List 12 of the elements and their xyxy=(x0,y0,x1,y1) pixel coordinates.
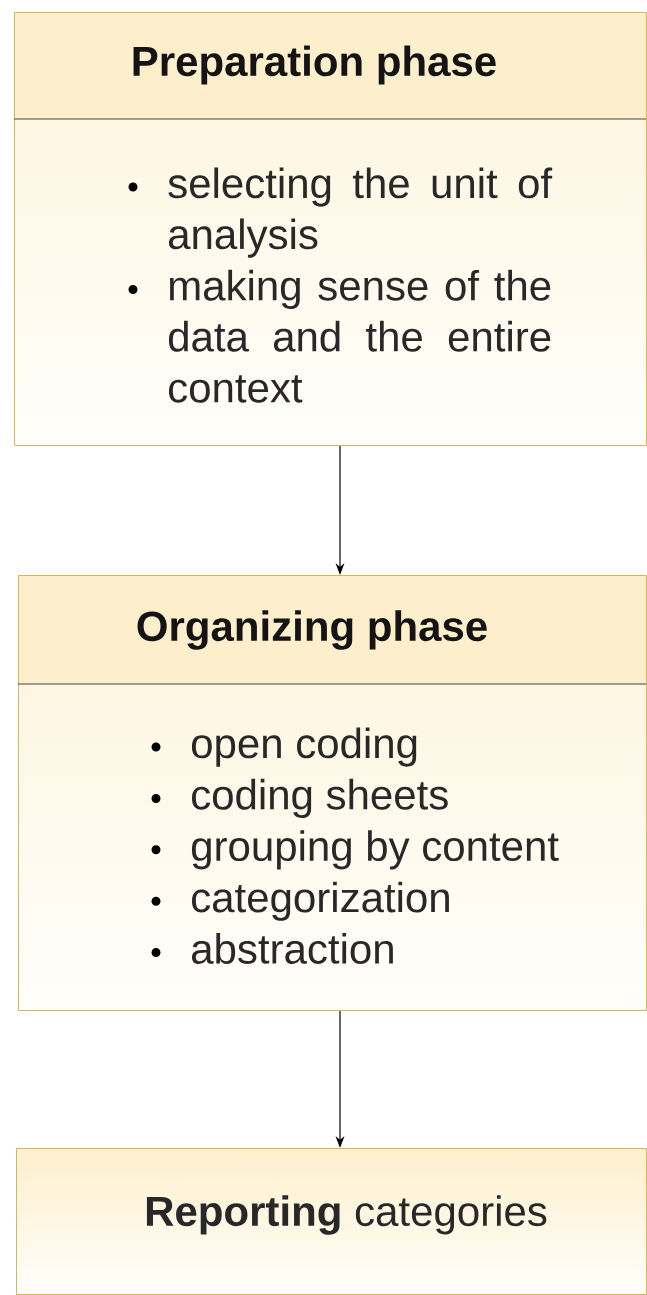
bullet-item: open coding xyxy=(151,727,417,767)
bullet-item: categorization xyxy=(151,881,449,921)
heading: Organizing phase xyxy=(137,610,487,650)
phase-box xyxy=(17,575,647,1011)
bullet-item: coding sheets xyxy=(151,778,448,819)
bullet-item: grouping by content xyxy=(151,830,559,870)
heading: Reporting categories xyxy=(146,1195,547,1235)
phase-box xyxy=(13,12,647,446)
bullet-item: making sense of the data and the entire context xyxy=(128,269,551,403)
heading: Preparation phase xyxy=(133,45,496,85)
phase-box xyxy=(16,1148,647,1295)
bullet-item: abstraction xyxy=(151,933,393,964)
